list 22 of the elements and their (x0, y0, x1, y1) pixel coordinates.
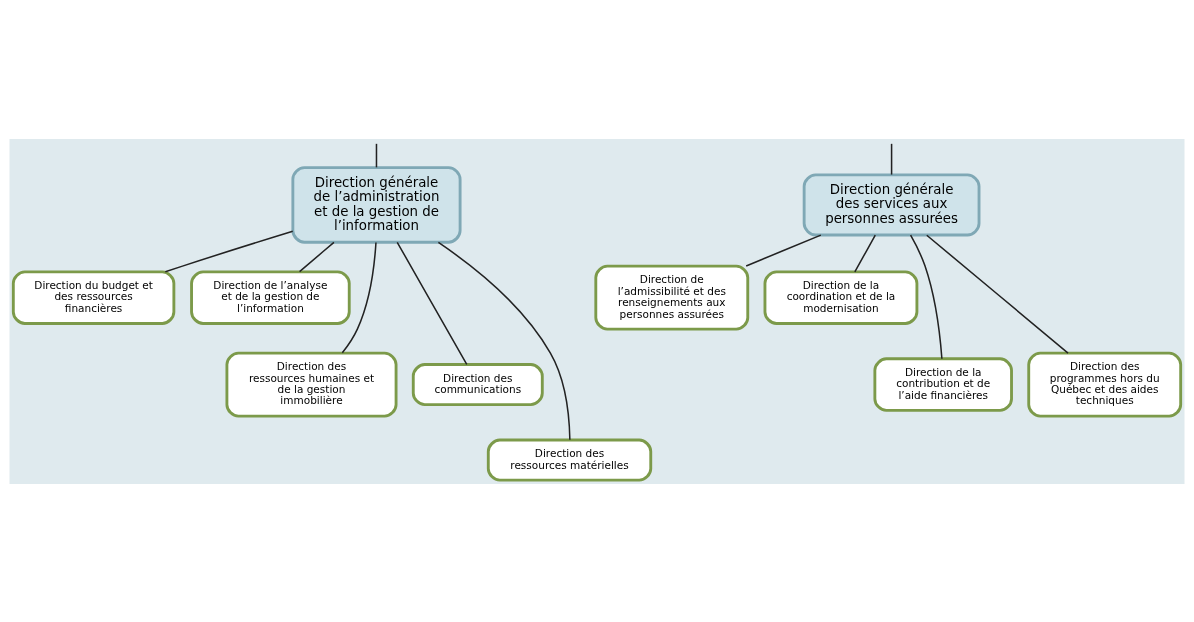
node-box: Direction des ressources matérielles (486, 438, 653, 482)
connector (396, 241, 468, 365)
connector (745, 233, 822, 267)
connector (437, 241, 571, 441)
connector (375, 142, 378, 168)
connector (909, 234, 943, 359)
node-box: Direction des communications (411, 362, 544, 406)
connector (298, 241, 335, 272)
node-box: Direction des programmes hors du Québec et des aides techniques (1027, 351, 1183, 418)
connector (164, 230, 294, 273)
node-box: Direction de la contribution et de l’aide financières (873, 356, 1013, 412)
connector (926, 234, 1069, 354)
connector (854, 233, 877, 273)
node-box: Direction des ressources humaines et de la gestion immobilière (225, 351, 398, 418)
node-box: Direction de l’admissibilité et des renseignements aux personnes assurées (594, 264, 750, 331)
node-box: Direction générale de l’administration et de la gestion de l’information (291, 165, 462, 244)
connector (341, 241, 377, 354)
node-box: Direction de la coordination et de la modernisation (763, 269, 919, 325)
node-box: Direction de l’analyse et de la gestion de l’information (190, 269, 351, 325)
node-box: Direction générale des services aux personnes assurées (802, 172, 981, 236)
node-box: Direction du budget et des ressources financières (11, 269, 176, 325)
connector (890, 142, 893, 175)
